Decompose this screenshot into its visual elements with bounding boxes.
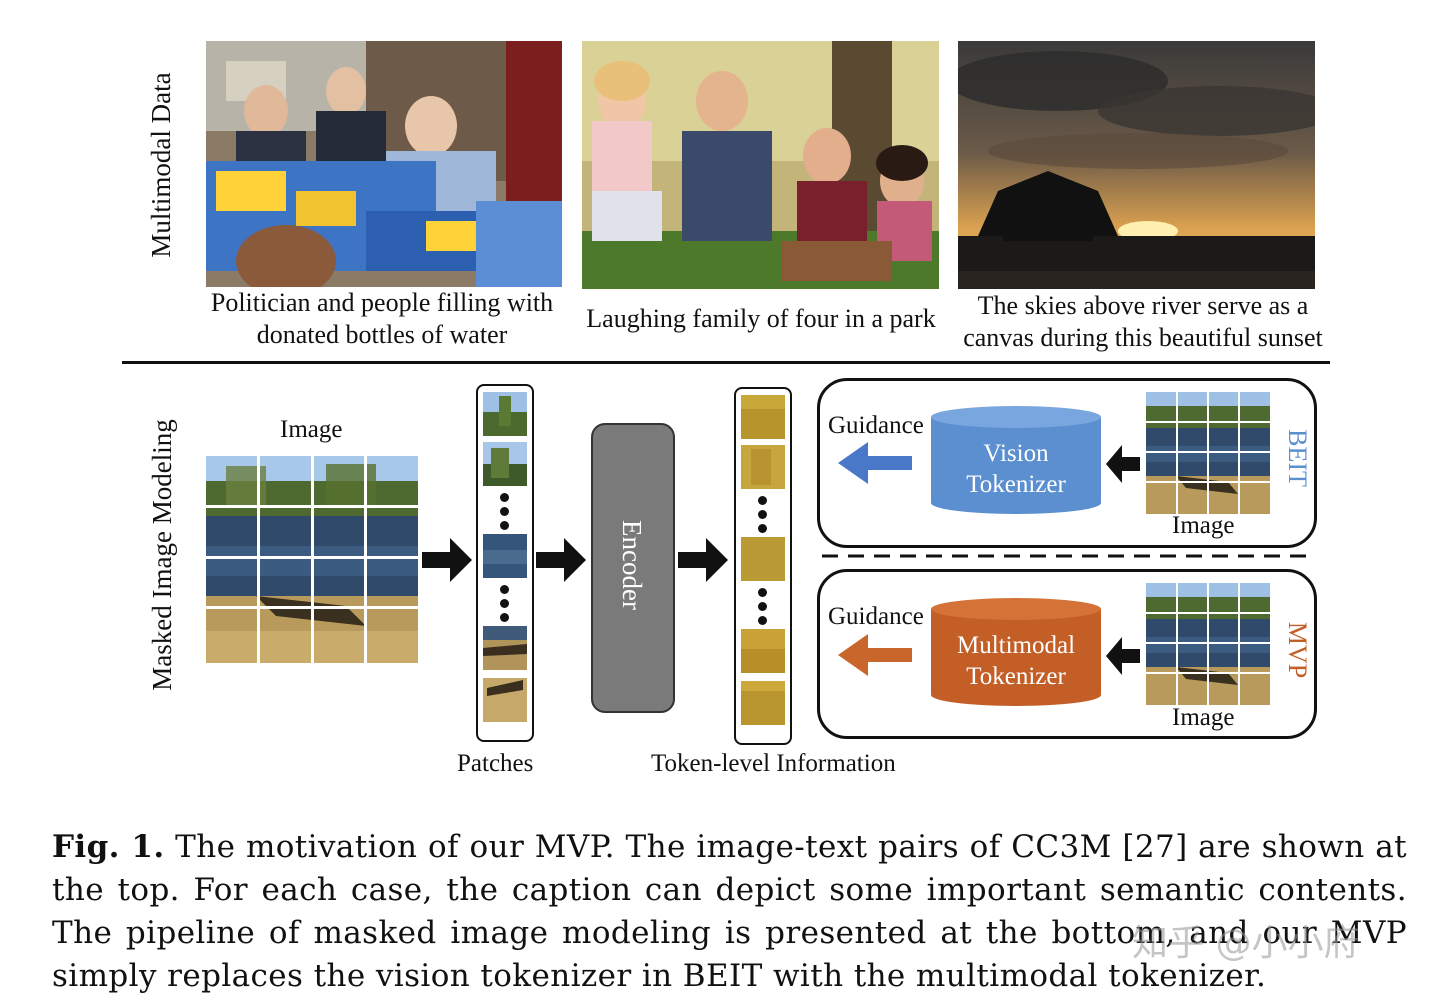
mvp-input-image [1146, 583, 1270, 705]
watermark: 知乎 @小小府 [1132, 923, 1360, 964]
multimodal-tokenizer-cylinder [931, 598, 1101, 706]
figure-caption-text: The motivation of our MVP. The image-tex… [52, 829, 1407, 994]
beit-guidance-arrow [838, 442, 912, 484]
token-patch [741, 445, 785, 489]
token-level-label: Token-level Information [651, 750, 896, 777]
vision-tokenizer-line1: Vision [983, 440, 1049, 467]
multimodal-data-label: Multimodal Data [146, 72, 176, 258]
photo-sunset-river [958, 41, 1315, 289]
multimodal-tokenizer-line1: Multimodal [956, 632, 1076, 659]
arrow-patches-to-encoder [536, 538, 586, 582]
vision-tokenizer-cylinder [931, 406, 1101, 514]
encoder-block [591, 423, 675, 713]
caption-family-line1: Laughing family of four in a park [586, 304, 936, 333]
mvp-guidance-arrow [838, 634, 912, 676]
section-divider [122, 361, 1330, 364]
photo-family-park [582, 41, 939, 289]
token-patch [741, 681, 785, 725]
caption-sunset: The skies above river serve as a canvas … [948, 290, 1338, 354]
mvp-guidance-label: Guidance [828, 603, 924, 630]
beit-input-arrow [1106, 445, 1140, 483]
token-patch [741, 395, 785, 439]
beit-image-label: Image [1172, 512, 1235, 539]
multimodal-tokenizer-line2: Tokenizer [966, 663, 1066, 690]
beit-guidance-label: Guidance [828, 412, 924, 439]
dashed-separator [822, 554, 1310, 558]
patch [483, 626, 527, 670]
caption-politician: Politician and people filling with donat… [196, 287, 568, 351]
caption-family: Laughing family of four in a park [572, 303, 950, 335]
tokens-strip [734, 387, 792, 745]
arrow-encoder-to-tokens [678, 538, 728, 582]
multimodal-tokenizer-label: Multimodal Tokenizer [930, 630, 1102, 692]
masked-input-image [206, 456, 418, 663]
patches-label: Patches [457, 750, 534, 777]
beit-side-label: BEIT [1283, 429, 1312, 487]
patch [483, 442, 527, 486]
token-patch [741, 629, 785, 673]
photo-politician-water [206, 41, 562, 287]
encoder-label: Encoder [617, 520, 647, 610]
caption-sunset-line1: The skies above river serve as a [977, 291, 1309, 320]
patches-strip [476, 384, 534, 742]
mvp-input-arrow [1106, 637, 1140, 675]
arrow-image-to-patches [422, 538, 472, 582]
mvp-side-label: MVP [1283, 621, 1312, 679]
figure-caption: Fig. 1. The motivation of our MVP. The i… [52, 826, 1407, 998]
caption-politician-line2: donated bottles of water [256, 320, 508, 349]
patch [483, 678, 527, 722]
masked-image-modeling-label: Masked Image Modeling [147, 419, 177, 691]
figure-caption-prefix: Fig. 1. [52, 829, 165, 865]
caption-sunset-line2: canvas during this beautiful sunset [963, 323, 1323, 352]
caption-politician-line1: Politician and people filling with [210, 288, 554, 317]
mvp-image-label: Image [1172, 704, 1235, 731]
image-label: Image [280, 416, 343, 443]
token-patch [741, 537, 785, 581]
vision-tokenizer-label: Vision Tokenizer [930, 438, 1102, 500]
vision-tokenizer-line2: Tokenizer [966, 471, 1066, 498]
beit-input-image [1146, 392, 1270, 514]
patch [483, 392, 527, 436]
patch [483, 534, 527, 578]
